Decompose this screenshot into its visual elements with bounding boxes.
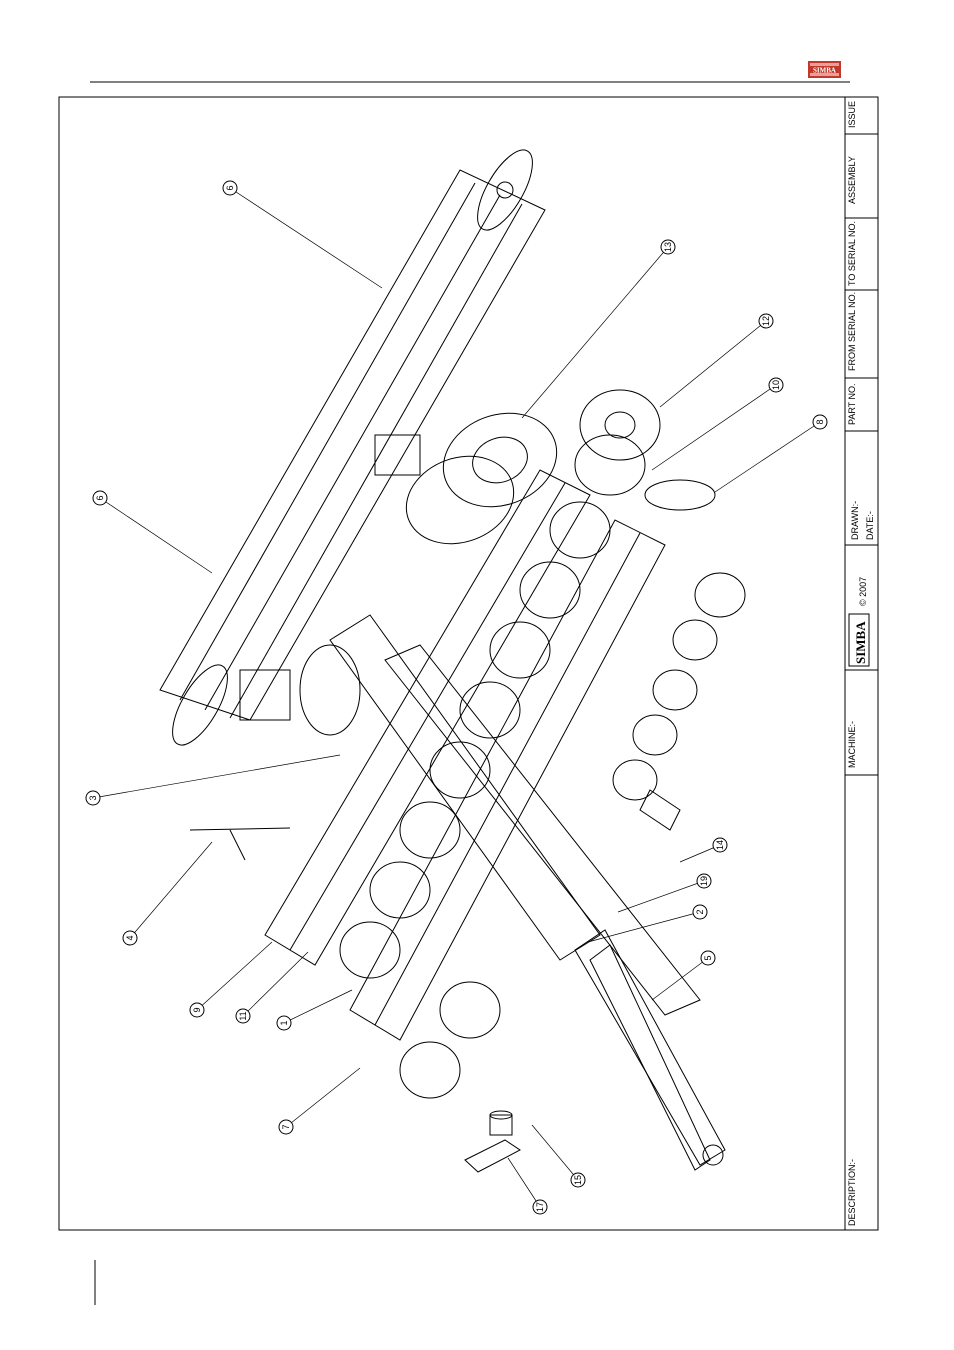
assembly-label: ASSEMBLY (847, 156, 857, 204)
callouts: 6 6 13 12 10 8 3 (86, 181, 827, 1214)
coulter-row (613, 480, 745, 800)
from-serial-label: FROM SERIAL NO. (847, 292, 857, 371)
callout-6b-label: 6 (95, 495, 105, 500)
part-no-label: PART NO. (847, 383, 857, 425)
large-wheels (300, 398, 570, 735)
callout-7-label: 7 (281, 1124, 291, 1129)
callout-12: 12 (660, 314, 773, 407)
callout-10-label: 10 (771, 380, 781, 390)
callout-8-label: 8 (815, 419, 825, 424)
copyright-text: © 2007 (858, 577, 868, 606)
callout-3: 3 (86, 755, 340, 805)
callout-2-label: 2 (695, 909, 705, 914)
rear-roller (160, 142, 545, 753)
callout-6b: 6 (93, 491, 212, 573)
title-brand-text: SIMBA (853, 621, 868, 664)
callout-5: 5 (652, 951, 715, 1000)
callout-11: 11 (236, 952, 308, 1023)
callout-9: 9 (190, 942, 272, 1017)
callout-10: 10 (652, 378, 783, 470)
header-logo-text: SIMBA (813, 67, 836, 75)
simba-title-logo: SIMBA (849, 614, 869, 666)
callout-11-label: 11 (238, 1011, 248, 1020)
issue-label: ISSUE (847, 101, 857, 128)
callout-14-label: 14 (715, 840, 725, 850)
callout-9-label: 9 (192, 1007, 202, 1012)
date-label: DATE:- (865, 511, 875, 540)
callout-4-label: 4 (125, 935, 135, 940)
callout-14: 14 (680, 838, 727, 862)
callout-17-label: 17 (535, 1202, 545, 1212)
callout-1-label: 1 (279, 1020, 289, 1025)
drawing-frame (59, 97, 878, 1230)
callout-13: 13 (522, 240, 675, 418)
callout-8: 8 (715, 415, 827, 492)
machine-label: MACHINE:- (847, 721, 857, 768)
callout-15: 15 (532, 1125, 585, 1187)
simba-header-logo: SIMBA (808, 61, 841, 78)
to-serial-label: TO SERIAL NO. (847, 221, 857, 286)
callout-2: 2 (588, 905, 707, 942)
main-frame (265, 470, 700, 1040)
callout-6a-label: 6 (225, 185, 235, 190)
callout-15-label: 15 (573, 1175, 583, 1185)
callout-12-label: 12 (761, 316, 771, 326)
callout-17: 17 (508, 1158, 547, 1214)
drawbar (575, 790, 725, 1170)
drawn-label: DRAWN:- (850, 501, 860, 540)
description-label: DESCRIPTION:- (847, 1159, 857, 1226)
callout-7: 7 (279, 1068, 360, 1134)
callout-3-label: 3 (88, 795, 98, 800)
callout-13-label: 13 (663, 242, 673, 252)
callout-5-label: 5 (703, 955, 713, 960)
title-block: ISSUE ASSEMBLY TO SERIAL NO. FROM SERIAL… (845, 97, 878, 1230)
disc-gang (340, 390, 660, 1098)
callout-1: 1 (277, 990, 352, 1030)
callout-6a: 6 (223, 181, 382, 288)
callout-4: 4 (123, 842, 212, 945)
callout-19-label: 19 (699, 876, 709, 886)
